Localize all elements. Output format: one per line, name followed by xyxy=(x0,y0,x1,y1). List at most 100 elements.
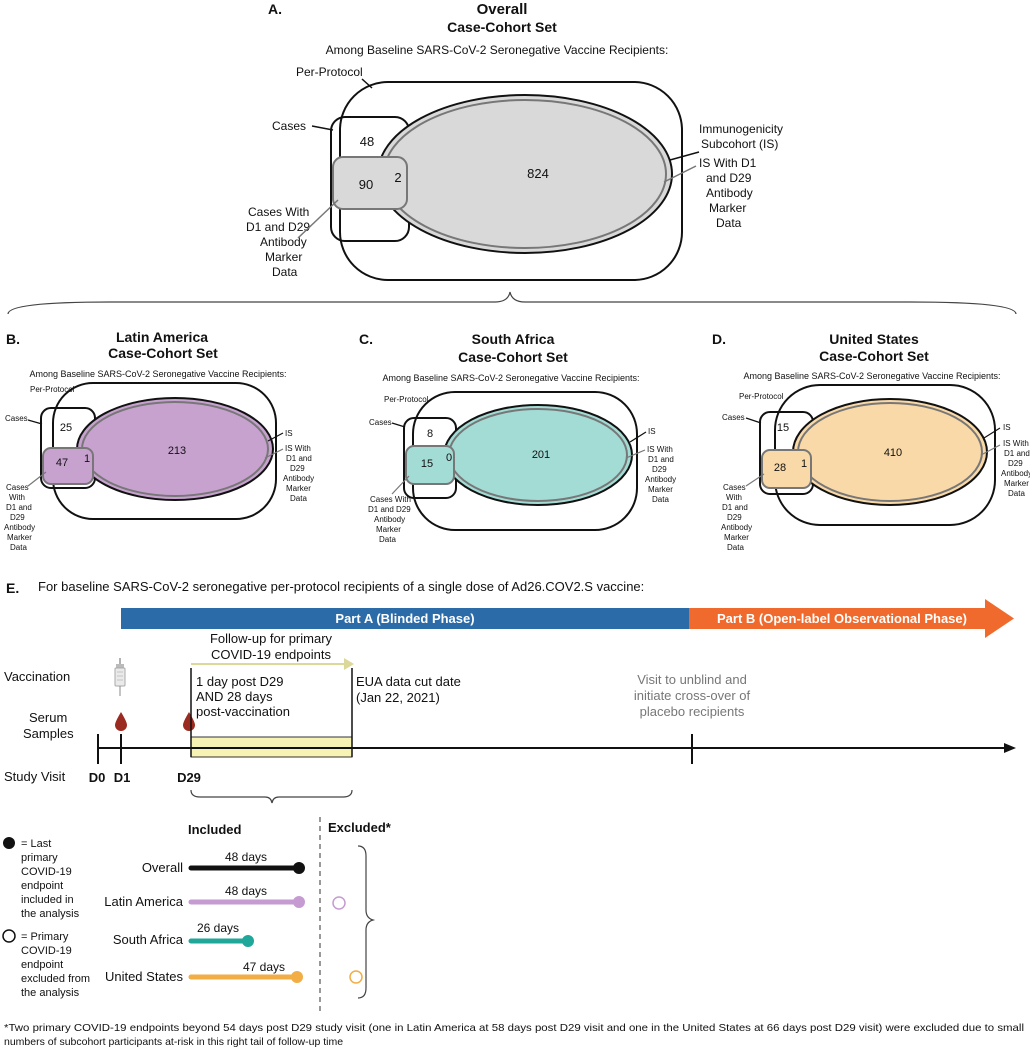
d-isw-3: D29 xyxy=(1008,459,1023,468)
leg-filled-5: included in xyxy=(21,894,74,906)
panel-b-title: Latin America xyxy=(116,329,208,345)
d-count-overlap: 1 xyxy=(801,458,807,470)
leg-open-4: excluded from xyxy=(21,973,90,985)
row-endpoint-dot xyxy=(293,896,305,908)
d-cw-5: Antibody xyxy=(721,523,752,532)
d-label-per-protocol: Per-Protocol xyxy=(739,392,784,401)
leg-open-5: the analysis xyxy=(21,987,80,999)
panel-d-subtitle: Case-Cohort Set xyxy=(819,348,929,364)
panel-e-letter: E. xyxy=(6,580,19,596)
b-cw-leader xyxy=(27,471,47,487)
leg-open-1: = Primary xyxy=(21,931,69,943)
c-isw-2: D1 and xyxy=(648,455,674,464)
label-d1: D1 xyxy=(114,770,131,785)
label-is-2: and D29 xyxy=(706,171,752,185)
b-cw-6: Marker xyxy=(7,533,32,542)
row-days: 26 days xyxy=(197,921,239,935)
follow-up-1: Follow-up for primary xyxy=(210,631,333,646)
b-label-per-protocol: Per-Protocol xyxy=(30,385,75,394)
b-cw-3: D1 and xyxy=(6,503,32,512)
c-cases-leader xyxy=(391,422,406,428)
b-count-cases-only: 25 xyxy=(60,422,72,434)
b-cw-1: Cases xyxy=(6,483,29,492)
count-subcohort: 824 xyxy=(527,166,549,181)
b-label-is: IS xyxy=(285,429,293,438)
c-count-overlap: 0 xyxy=(446,452,452,464)
label-cm-3: Antibody xyxy=(260,235,307,249)
label-is-1: IS With D1 xyxy=(699,156,757,170)
row-label: United States xyxy=(105,969,184,984)
row-excluded-dot xyxy=(332,896,346,910)
leg-filled-3: COVID-19 xyxy=(21,866,72,878)
c-label-per-protocol: Per-Protocol xyxy=(384,395,429,404)
row-days: 48 days xyxy=(225,850,267,864)
footnote-line-1: *Two primary COVID-19 endpoints beyond 5… xyxy=(4,1022,1024,1034)
label-per-protocol: Per-Protocol xyxy=(296,65,363,79)
c-isw-leader xyxy=(625,449,646,459)
label-is-4: Marker xyxy=(709,201,746,215)
b-isw-4: Antibody xyxy=(283,474,314,483)
label-serum-2: Samples xyxy=(23,726,74,741)
post-d29-2: AND 28 days xyxy=(196,689,273,704)
b-isw-6: Data xyxy=(290,494,307,503)
leg-filled-4: endpoint xyxy=(21,880,63,892)
c-cw-2: D1 and D29 xyxy=(368,505,411,514)
panel-d-letter: D. xyxy=(712,331,726,347)
row-latin-america: Latin America 48 days xyxy=(104,884,346,910)
d-count-cases-marker: 28 xyxy=(774,462,786,474)
d-count-subcohort: 410 xyxy=(884,447,902,459)
label-cm-1: Cases With xyxy=(248,205,309,219)
label-cm-4: Marker xyxy=(265,250,302,264)
label-included: Included xyxy=(188,822,242,837)
c-count-cases-marker: 15 xyxy=(421,458,433,470)
c-cases-marker-box xyxy=(405,445,455,485)
label-cm-5: Data xyxy=(272,265,298,279)
b-count-overlap: 1 xyxy=(84,453,90,465)
syringe-icon xyxy=(114,658,126,696)
b-isw-5: Marker xyxy=(286,484,311,493)
row-excluded-dot xyxy=(349,970,363,984)
label-cases: Cases xyxy=(272,119,306,133)
label-d0: D0 xyxy=(89,770,106,785)
c-is-leader xyxy=(629,431,647,443)
d-label-is: IS xyxy=(1003,423,1011,432)
leg-open-2: COVID-19 xyxy=(21,945,72,957)
count-overlap: 2 xyxy=(394,170,401,185)
row-endpoint-dot xyxy=(242,935,254,947)
post-d29-1: 1 day post D29 xyxy=(196,674,283,689)
legend-filled-dot xyxy=(3,837,15,849)
label-cm-2: D1 and D29 xyxy=(246,220,310,234)
window-brace xyxy=(190,789,353,804)
b-label-cases: Cases xyxy=(5,414,28,423)
row-days: 47 days xyxy=(243,960,285,974)
c-label-is: IS xyxy=(648,427,656,436)
panel-b-among: Among Baseline SARS-CoV-2 Seronegative V… xyxy=(30,369,287,379)
part-b-arrow xyxy=(689,599,1014,638)
row-endpoint-dot xyxy=(293,862,305,874)
cases-marker-box xyxy=(332,156,408,210)
legend-open-dot xyxy=(2,929,16,943)
label-d29: D29 xyxy=(177,770,201,785)
c-cw-1: Cases With xyxy=(370,495,411,504)
unblind-1: Visit to unblind and xyxy=(637,672,747,687)
d-cases-marker-box xyxy=(761,449,812,489)
b-is-leader xyxy=(267,432,284,442)
d-cw-6: Marker xyxy=(724,533,749,542)
d-isw-4: Antibody xyxy=(1001,469,1030,478)
d-cw-leader xyxy=(745,473,765,487)
panel-a-among: Among Baseline SARS-CoV-2 Seronegative V… xyxy=(326,43,669,57)
subcohort-ellipse xyxy=(377,94,673,254)
row-days: 48 days xyxy=(225,884,267,898)
unblind-3: placebo recipients xyxy=(640,704,745,719)
row-south-africa: South Africa 26 days xyxy=(113,921,254,947)
panel-d-among: Among Baseline SARS-CoV-2 Seronegative V… xyxy=(744,371,1001,381)
panel-a-title: Overall xyxy=(477,1,528,18)
panel-a-subtitle: Case-Cohort Set xyxy=(447,19,557,35)
c-isw-1: IS With xyxy=(647,445,673,454)
follow-up-2: COVID-19 endpoints xyxy=(211,647,331,662)
timeline-arrow-head xyxy=(1004,743,1016,753)
d-isw-2: D1 and xyxy=(1004,449,1030,458)
panel-e: E. For baseline SARS-CoV-2 seronegative … xyxy=(2,579,1024,1048)
panel-e-heading: For baseline SARS-CoV-2 seronegative per… xyxy=(38,579,644,594)
